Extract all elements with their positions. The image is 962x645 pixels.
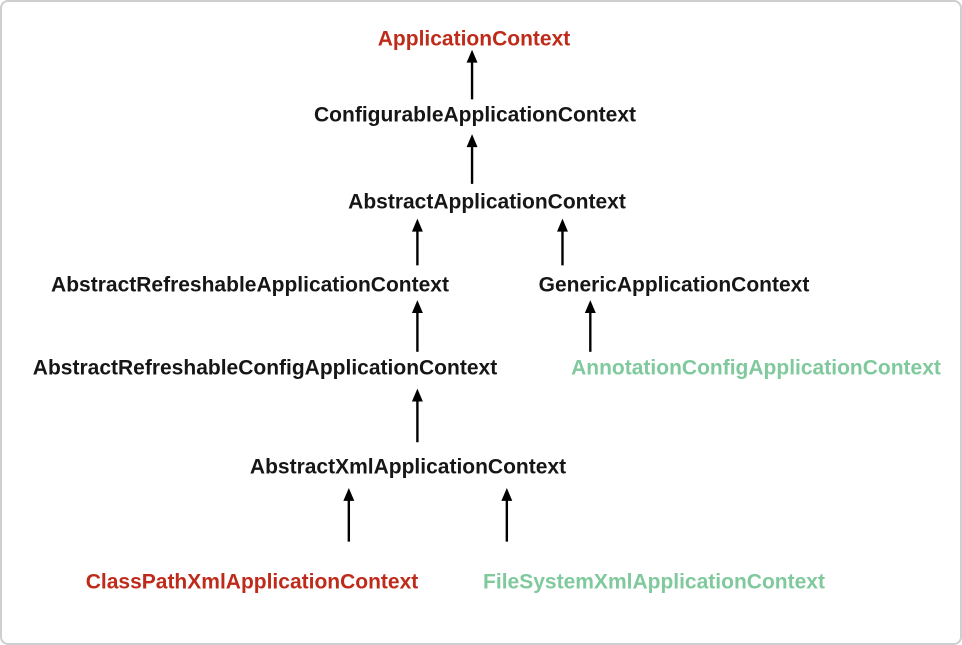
class-node-abstract-xml-application-context: AbstractXmlApplicationContext [249,455,567,479]
inheritance-arrow-configurable-application-context-to-application-context [466,49,478,100]
class-node-application-context: ApplicationContext [377,27,571,51]
inheritance-arrow-abstract-application-context-to-configurable-application-context [466,134,478,184]
class-node-configurable-application-context: ConfigurableApplicationContext [314,103,636,127]
inheritance-arrow-abstract-refreshable-config-application-context-to-abstract-refreshable-application-context [411,300,423,352]
class-node-abstract-application-context: AbstractApplicationContext [348,190,626,214]
class-node-generic-application-context: GenericApplicationContext [538,273,810,297]
inheritance-arrow-generic-application-context-to-abstract-application-context [557,218,568,266]
inheritance-arrow-file-system-xml-application-context-to-abstract-xml-application-context [501,487,513,542]
inheritance-arrow-abstract-refreshable-application-context-to-abstract-application-context [411,218,423,266]
class-node-file-system-xml-application-context: FileSystemXmlApplicationContext [483,570,825,594]
inheritance-arrow-class-path-xml-application-context-to-abstract-xml-application-context [343,487,355,542]
class-node-class-path-xml-application-context: ClassPathXmlApplicationContext [85,570,419,594]
class-node-annotation-config-application-context: AnnotationConfigApplicationContext [571,356,941,380]
inheritance-arrow-abstract-xml-application-context-to-abstract-refreshable-config-application-context [411,388,423,443]
inheritance-arrow-annotation-config-application-context-to-generic-application-context [584,300,596,352]
class-node-abstract-refreshable-application-context: AbstractRefreshableApplicationContext [51,273,449,297]
class-node-abstract-refreshable-config-application-context: AbstractRefreshableConfigApplicationCont… [32,356,498,380]
